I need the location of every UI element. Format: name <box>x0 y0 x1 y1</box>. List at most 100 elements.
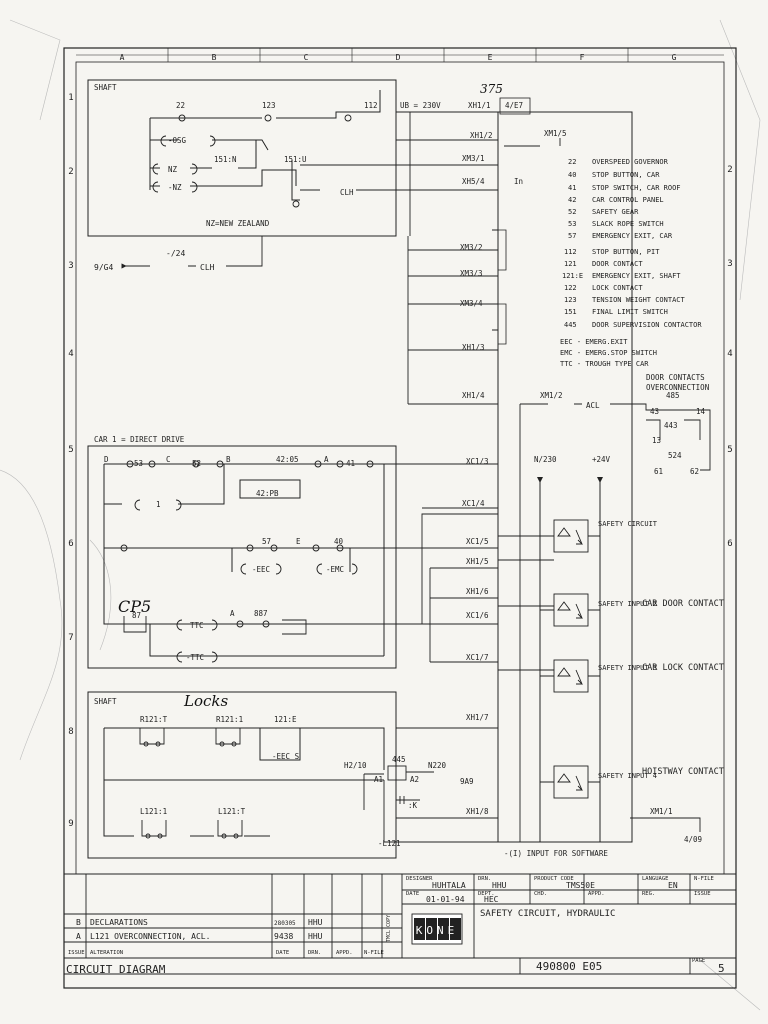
terminal-xm3-1: XM3/1 <box>462 154 485 163</box>
row-label-3-right: 3 <box>727 259 732 269</box>
input-software-note: -(I) INPUT FOR SOFTWARE <box>504 849 608 858</box>
contact-151u: 151:U <box>284 155 307 164</box>
shaft-box-title: SHAFT <box>94 83 117 92</box>
revision-alteration: DECLARATIONS <box>90 918 148 927</box>
column-label-g: G <box>672 53 677 62</box>
contact-443: 443 <box>664 421 678 430</box>
contact-485: 485 <box>666 391 680 400</box>
row-label-7: 7 <box>68 633 73 643</box>
column-label-d: D <box>396 53 401 62</box>
contact-53: 53 <box>134 459 143 468</box>
drawing-title: SAFETY CIRCUIT, HYDRAULIC <box>480 909 615 919</box>
contact-13: 13 <box>652 436 661 445</box>
sheet-border <box>63 47 737 989</box>
legend-code: 52 <box>568 208 576 216</box>
legend-desc: DOOR SUPERVISION CONTACTOR <box>592 321 702 329</box>
kone-logo-text: KONE <box>416 924 459 937</box>
upper-wiring <box>300 111 561 405</box>
optocoupler-group <box>540 519 600 799</box>
legend-code: 112 <box>564 248 577 256</box>
appd-header: APPD. <box>588 891 605 897</box>
legend-code: 41 <box>568 184 576 192</box>
relay-445-label: 445 <box>392 755 406 764</box>
contact-43: 43 <box>650 407 659 416</box>
car-node-a-lower: A <box>230 609 235 618</box>
relay-k: :K <box>408 801 418 810</box>
date-value: 01-01-94 <box>426 895 465 904</box>
car-wiring <box>384 463 554 671</box>
legend-desc: STOP BUTTON, PIT <box>592 248 660 256</box>
ref-9a9: 9A9 <box>460 777 474 786</box>
input-safety-circuit: SAFETY CIRCUIT <box>598 520 658 528</box>
designer-value: HUHTALA <box>432 881 466 890</box>
terminal-xh1-7: XH1/7 <box>466 713 489 722</box>
terminal-xc1-7: XC1/7 <box>466 653 489 662</box>
car-node-e: E <box>296 537 301 546</box>
row-label-4: 4 <box>68 349 73 359</box>
car-node-d: D <box>104 455 109 464</box>
legend-code: 123 <box>564 296 577 304</box>
contact-41: 41 <box>346 459 355 468</box>
input-safety-3: SAFETY INPUT 3 <box>598 664 657 672</box>
terminal-xh1-6: XH1/6 <box>466 587 489 596</box>
legend-code: 42 <box>568 196 576 204</box>
date-header: DATE <box>406 891 419 897</box>
contact-r121-t: R121:T <box>140 715 168 724</box>
legend-desc: STOP SWITCH, CAR ROOF <box>592 184 681 192</box>
handwritten-375: 375 <box>480 82 503 96</box>
car-box <box>87 445 397 669</box>
relay-445 <box>363 765 498 843</box>
legend-code: 122 <box>564 284 577 292</box>
contact-14: 14 <box>696 407 706 416</box>
contact-r121-1: R121:1 <box>216 715 243 724</box>
tmcl-copy: TMCL COPY <box>386 915 392 942</box>
contact-nz: NZ <box>168 165 178 174</box>
page-header: PAGE <box>692 958 705 964</box>
overconnection-title-1: DOOR CONTACTS <box>646 373 705 382</box>
contact-42-pb: 42:PB <box>256 489 279 498</box>
car-node-a: A <box>324 455 329 464</box>
column-ruler <box>167 48 629 62</box>
note-car-door-contact: CAR DOOR CONTACT <box>642 599 724 609</box>
contact-87: 87 <box>132 611 141 620</box>
title-block-grid <box>64 873 736 975</box>
contact-1: 1 <box>156 500 161 509</box>
contact-121-e: 121:E <box>274 715 297 724</box>
revision-drn: HHU <box>308 932 323 941</box>
handwritten-cp5: CP5 <box>118 597 151 616</box>
caption-circuit-diagram: CIRCUIT DIAGRAM <box>66 963 166 976</box>
page-value: 5 <box>718 962 725 975</box>
rev-alteration-header: ALTERATION <box>90 950 123 956</box>
contact-ttc: TTC <box>190 621 204 630</box>
terminal-xh1-4: XH1/4 <box>462 391 485 400</box>
car-node-b: B <box>226 455 231 464</box>
row-label-1: 1 <box>68 93 73 103</box>
drawing-number: 490800 E05 <box>536 960 602 973</box>
dept-value: HEC <box>484 895 499 904</box>
contact-62: 62 <box>690 467 699 476</box>
row-label-6-right: 6 <box>727 539 732 549</box>
revision-alteration: L121 OVERCONNECTION, ACL. <box>90 932 210 941</box>
legend-desc: SAFETY GEAR <box>592 208 639 216</box>
legend-desc: EMERGENCY EXIT, SHAFT <box>592 272 681 280</box>
terminal-xc1-5: XC1/5 <box>466 537 489 546</box>
relay-n220: N220 <box>428 761 447 770</box>
legend-code: 445 <box>564 321 577 329</box>
car-node-c: C <box>166 455 171 464</box>
note-hoistway-contact: HOISTWAY CONTACT <box>642 767 724 777</box>
handwritten-locks: Locks <box>183 692 228 710</box>
rail-24v: +24V <box>592 455 611 464</box>
contact-52: 52 <box>192 459 201 468</box>
ref-4-09: 4/09 <box>684 835 702 844</box>
terminal-xm3-3: XM3/3 <box>460 269 483 278</box>
legend-code: 121:E <box>562 272 583 280</box>
language-header: LANGUAGE <box>642 876 669 882</box>
contact-151n: 151:N <box>214 155 237 164</box>
drn-header: DRN. <box>478 876 491 882</box>
terminal-xc1-3: XC1/3 <box>466 457 489 466</box>
terminal-xm1-1: XM1/1 <box>650 807 673 816</box>
revision-issue: B <box>76 918 81 927</box>
row-label-3: 3 <box>68 261 73 271</box>
legend-desc: OVERSPEED GOVERNOR <box>592 158 669 166</box>
